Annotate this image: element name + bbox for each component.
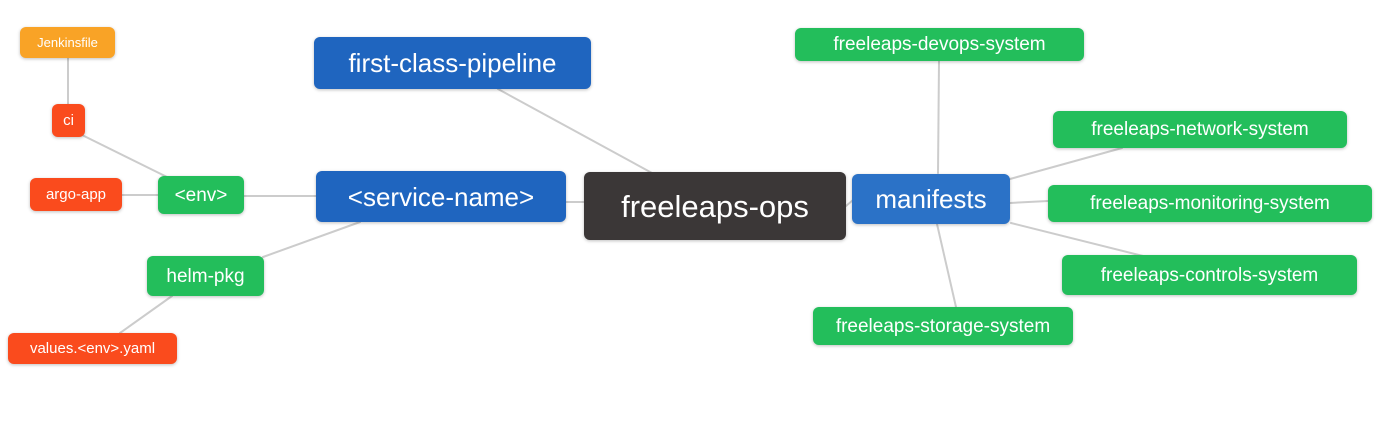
edge-ops-manifests bbox=[845, 199, 854, 207]
node-argo-app[interactable]: argo-app bbox=[30, 178, 122, 211]
node-first-class-pipeline[interactable]: first-class-pipeline bbox=[314, 37, 591, 89]
edge-manifests-controls bbox=[1010, 222, 1144, 257]
edge-helm-pkg-values bbox=[119, 295, 173, 334]
node-env[interactable]: <env> bbox=[158, 176, 244, 214]
edge-manifests-devops bbox=[937, 60, 940, 174]
node-helm-pkg[interactable]: helm-pkg bbox=[147, 256, 264, 296]
edge-service-name-helm-pkg bbox=[262, 221, 361, 258]
edge-manifests-monitoring bbox=[1009, 200, 1049, 204]
node-freeleaps-network-system[interactable]: freeleaps-network-system bbox=[1053, 111, 1347, 148]
node-jenkinsfile[interactable]: Jenkinsfile bbox=[20, 27, 115, 58]
node-freeleaps-monitoring-system[interactable]: freeleaps-monitoring-system bbox=[1048, 185, 1372, 222]
node-manifests[interactable]: manifests bbox=[852, 174, 1010, 224]
node-freeleaps-ops-root[interactable]: freeleaps-ops bbox=[584, 172, 846, 240]
node-values-env-yaml[interactable]: values.<env>.yaml bbox=[8, 333, 177, 364]
edge-manifests-storage bbox=[936, 223, 957, 308]
node-freeleaps-devops-system[interactable]: freeleaps-devops-system bbox=[795, 28, 1084, 61]
node-ci[interactable]: ci bbox=[52, 104, 85, 137]
edge-ci-env bbox=[79, 133, 168, 178]
node-service-name[interactable]: <service-name> bbox=[316, 171, 566, 222]
node-freeleaps-controls-system[interactable]: freeleaps-controls-system bbox=[1062, 255, 1357, 295]
edge-pipeline-ops bbox=[497, 88, 653, 174]
node-freeleaps-storage-system[interactable]: freeleaps-storage-system bbox=[813, 307, 1073, 345]
edge-manifests-network bbox=[1009, 147, 1123, 180]
